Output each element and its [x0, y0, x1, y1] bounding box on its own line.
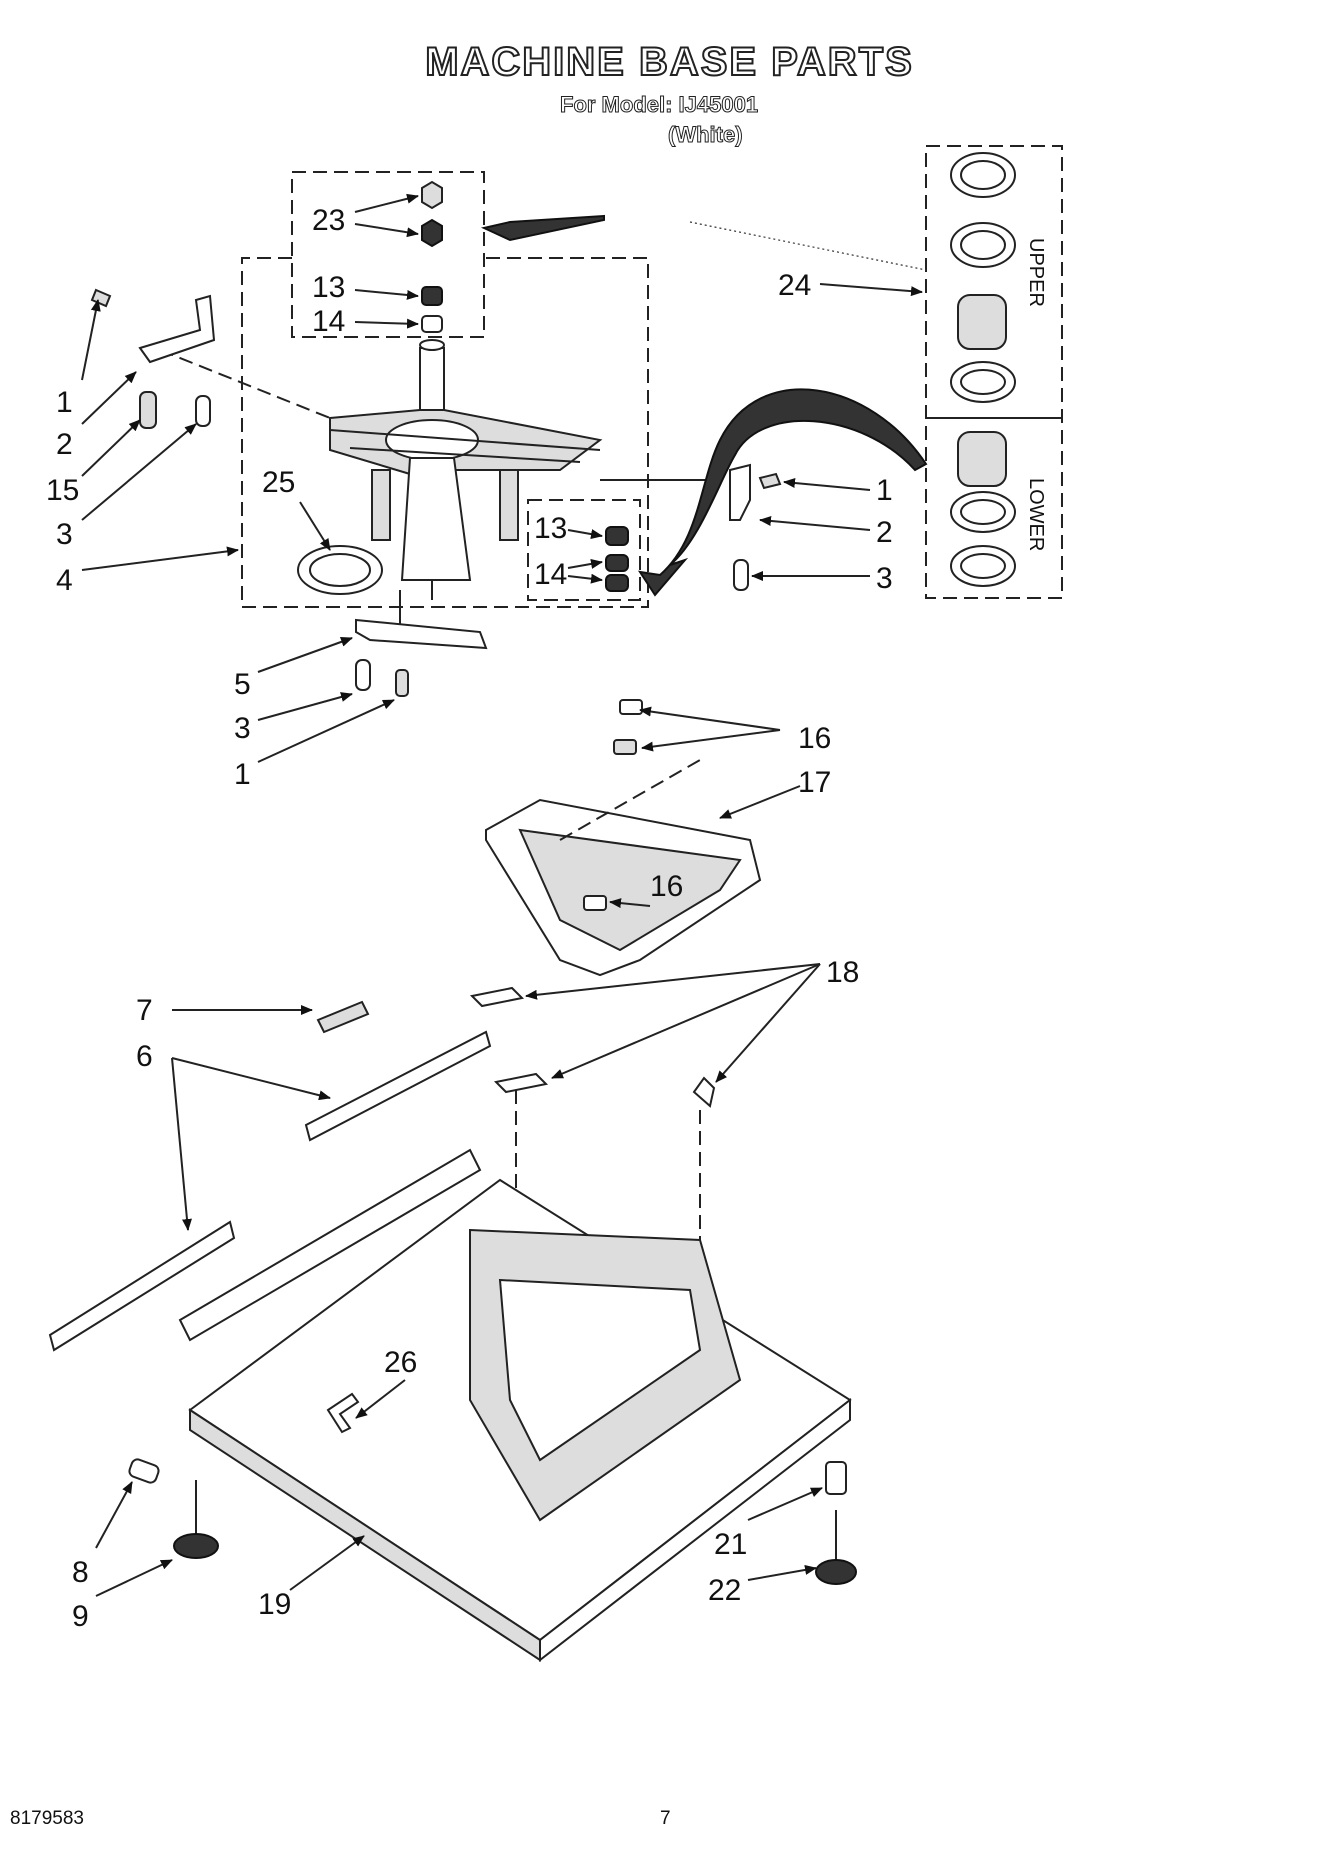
kit-lower-parts — [950, 431, 1016, 587]
bushing-part-23 — [421, 180, 443, 248]
callout-14-top: 14 — [312, 305, 345, 338]
kit-upper-label: UPPER — [1025, 238, 1047, 307]
callout-19: 19 — [258, 1588, 291, 1621]
seal-part-25 — [297, 545, 383, 595]
rail-part-6 — [48, 1030, 492, 1352]
kit-lower-label: LOWER — [1025, 478, 1047, 551]
right-bracket-assembly — [729, 463, 782, 591]
spring-part-7 — [316, 1000, 370, 1034]
callout-8: 8 — [72, 1556, 89, 1589]
callout-1-lower: 1 — [234, 758, 251, 791]
color-line: (White) — [668, 122, 744, 148]
curved-indicator-arrow — [637, 388, 928, 597]
callout-22: 22 — [708, 1574, 741, 1607]
clip-parts-18 — [469, 986, 716, 1240]
hook-part-26 — [326, 1392, 360, 1434]
callout-26: 26 — [384, 1346, 417, 1379]
callout-21: 21 — [714, 1528, 747, 1561]
bushing-part-13 — [421, 286, 443, 306]
callout-25: 25 — [262, 466, 295, 499]
lower-bracket-assembly — [355, 618, 488, 697]
lower-inset-box — [527, 499, 641, 601]
callout-arrows — [81, 193, 923, 1597]
lower-bushings — [605, 526, 629, 592]
base-frame-part-19 — [178, 1148, 852, 1663]
callout-18: 18 — [826, 956, 859, 989]
kit-box — [925, 145, 1063, 599]
callout-13-inset: 13 — [534, 512, 567, 545]
callout-5: 5 — [234, 668, 251, 701]
callout-7: 7 — [136, 994, 153, 1027]
leader-dash-1 — [159, 349, 331, 419]
frame-part-17 — [485, 699, 762, 977]
callout-23: 23 — [312, 204, 345, 237]
callout-2-right: 2 — [876, 516, 893, 549]
callout-16-frame: 16 — [650, 870, 683, 903]
bushing-part-14 — [421, 315, 443, 333]
callout-13-top: 13 — [312, 271, 345, 304]
callout-3-left: 3 — [56, 518, 73, 551]
callout-4: 4 — [56, 564, 73, 597]
mechanism-assembly — [329, 339, 603, 600]
top-inset-box — [291, 171, 485, 338]
kit-leader-line — [689, 221, 927, 271]
callout-9: 9 — [72, 1600, 89, 1633]
leveling-leg-left — [128, 1458, 219, 1559]
callout-labels: 23 13 14 24 1 2 15 3 4 25 13 14 1 2 3 5 … — [46, 204, 1047, 1633]
callout-16-top: 16 — [798, 722, 831, 755]
callout-14-inset: 14 — [534, 558, 567, 591]
callout-1-right: 1 — [876, 474, 893, 507]
callout-24: 24 — [778, 269, 811, 302]
page-number: 7 — [660, 1808, 671, 1829]
page-title: MACHINE BASE PARTS — [424, 39, 914, 85]
model-line: For Model: IJ45001 — [559, 92, 759, 118]
document-number: 8179583 — [10, 1808, 84, 1829]
indicator-arrow — [480, 214, 605, 242]
callout-3-right: 3 — [876, 562, 893, 595]
callout-1-left: 1 — [56, 386, 73, 419]
left-bracket-assembly — [90, 288, 216, 429]
callout-3-lower: 3 — [234, 712, 251, 745]
mechanism-box — [241, 257, 649, 608]
leveling-leg-right — [815, 1461, 857, 1585]
callout-6: 6 — [136, 1040, 153, 1073]
callout-2-left: 2 — [56, 428, 73, 461]
kit-upper-parts — [950, 152, 1016, 403]
callout-15: 15 — [46, 474, 79, 507]
callout-17: 17 — [798, 766, 831, 799]
